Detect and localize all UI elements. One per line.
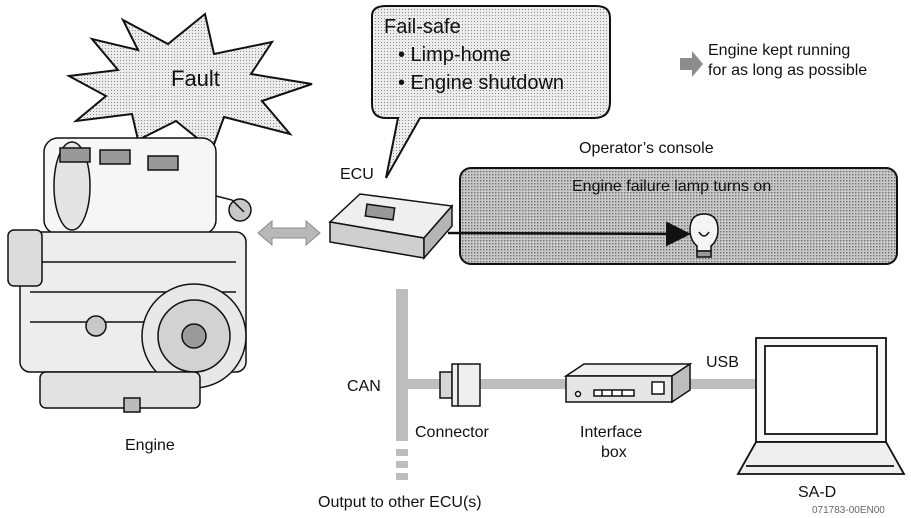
engine-label: Engine <box>125 437 175 454</box>
usb-label: USB <box>706 354 739 371</box>
operator-console-box <box>459 167 898 265</box>
ecu-to-lamp-arrow <box>447 221 691 247</box>
can-label: CAN <box>347 378 381 395</box>
can-bus <box>396 289 408 441</box>
result-line-1: Engine kept running <box>708 42 851 59</box>
engine-image <box>7 137 252 413</box>
can-bus-dashes <box>396 449 408 480</box>
lamp-icon <box>689 213 719 258</box>
fault-label: Fault <box>171 66 220 91</box>
ecu-unit <box>328 193 454 260</box>
lamp-status-text: Engine failure lamp turns on <box>572 178 772 195</box>
failsafe-title: Fail-safe <box>384 16 461 38</box>
ecu-label: ECU <box>340 166 374 183</box>
result-arrow <box>680 51 703 77</box>
failsafe-item-limp-home: • Limp-home <box>398 44 511 66</box>
failsafe-item-engine-shutdown: • Engine shutdown <box>398 72 565 94</box>
sa-d-label: SA-D <box>798 484 837 501</box>
interface-box-unit <box>563 362 693 404</box>
interface-box-label-line-1: Interface <box>580 424 643 441</box>
laptop-sa-d <box>736 337 906 475</box>
connector-unit <box>439 363 481 407</box>
failsafe-bubble <box>371 5 611 179</box>
figure-id: 071783-00EN00 <box>812 505 885 516</box>
result-line-2: for as long as possible <box>708 62 868 79</box>
connector-label: Connector <box>415 424 489 441</box>
engine-ecu-link-arrow <box>257 219 321 247</box>
output-label: Output to other ECU(s) <box>318 494 482 511</box>
operator-console-title: Operator’s console <box>579 140 714 157</box>
interface-box-label-line-2: box <box>601 444 627 461</box>
